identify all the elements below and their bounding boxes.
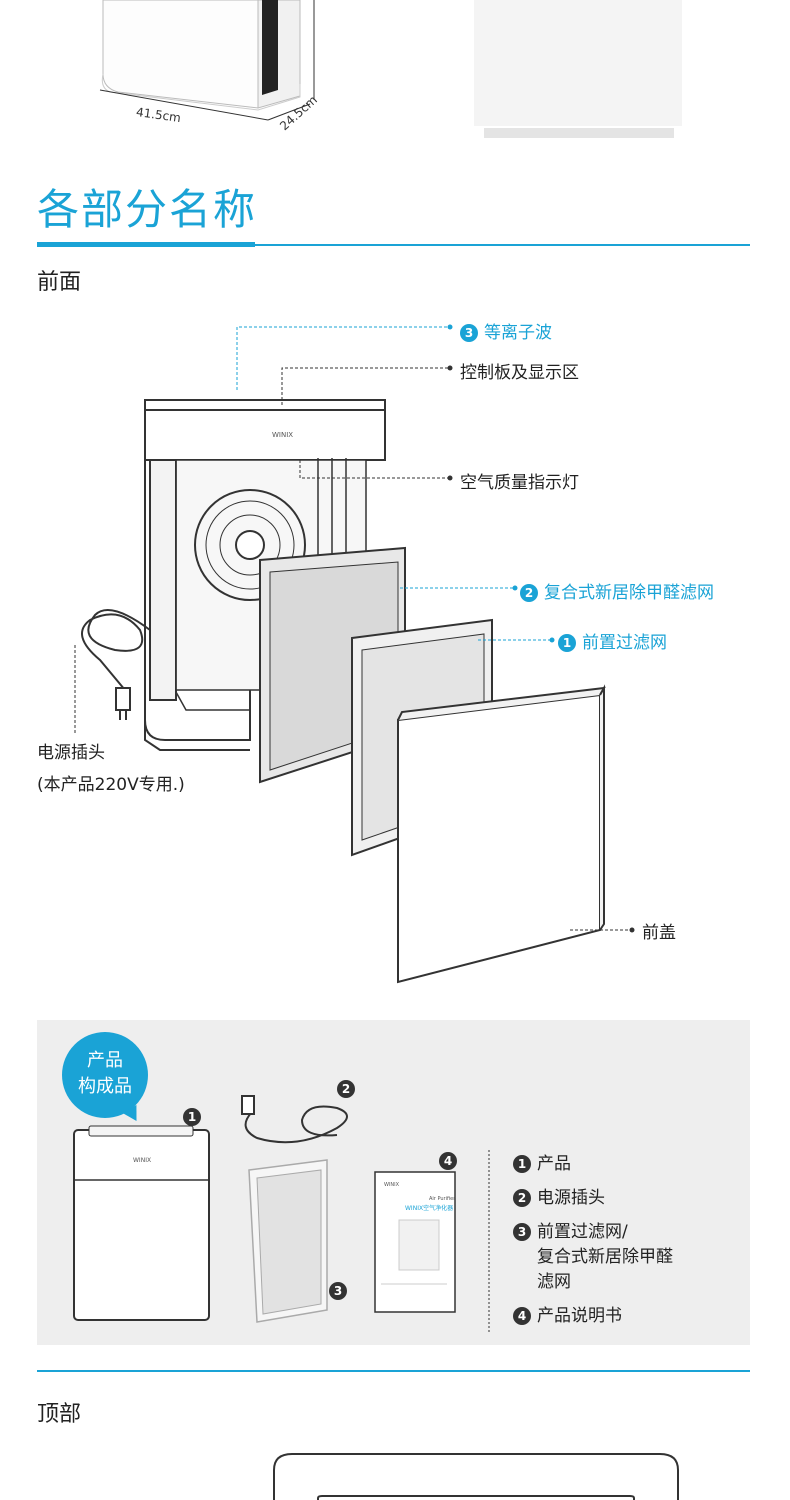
legend-number: 4 [513,1307,531,1325]
manual-illustration [374,1171,456,1313]
components-badge: 产品 构成品 [62,1032,148,1118]
callout-composite-filter: 2 复合式新居除甲醛滤网 [520,578,714,603]
marker-manual: 4 [439,1152,457,1170]
front-subtitle: 前面 [37,270,82,295]
legend-label: 产品 [537,1154,571,1174]
legend-item: 1 产品 [513,1152,743,1177]
marker-cord: 2 [337,1080,355,1098]
components-illustrations: WINIX WINIX Air Purifier WINIX空气净化器 [73,1095,490,1334]
callout-front-cover: 前盖 [642,923,676,943]
legend-number: 3 [513,1223,531,1241]
filter-illustration [248,1159,328,1323]
top-view-illustration [273,1453,679,1500]
dimension-drawing [99,0,682,138]
callout-composite-filter-label: 复合式新居除甲醛滤网 [544,583,714,603]
components-panel: 产品 构成品 WINIX WINIX Air Purifier WINIX空气净 [37,1020,750,1345]
number-marker: 1 [558,634,576,652]
exploded-diagram: WINIX [74,324,635,984]
manual-brand: WINIX [384,1182,400,1188]
top-subtitle: 顶部 [37,1402,82,1427]
top-product-illustrations: 41.5cm 24.5cm [0,0,790,150]
product-illustration [73,1125,210,1321]
legend-number: 1 [513,1155,531,1173]
number-marker: 3 [460,324,478,342]
marker-product: 1 [183,1108,201,1126]
components-legend: 1 产品 2 电源插头 3 前置过滤网/ 复合式新居除甲醛 滤网 4 产品说明书 [513,1152,743,1329]
power-cord [81,609,151,720]
legend-number: 2 [513,1189,531,1207]
callout-pre-filter: 1 前置过滤网 [558,628,667,653]
legend-item: 4 产品说明书 [513,1304,743,1329]
callout-ion: 3 等离子波 [460,318,552,343]
legend-item: 2 电源插头 [513,1186,743,1211]
section-title: 各部分名称 [37,185,258,234]
product-brand-mark: WINIX [133,1157,151,1164]
section-divider [37,244,750,246]
section-divider-bottom [37,1370,750,1372]
legend-label: 前置过滤网/ 复合式新居除甲醛 滤网 [537,1222,673,1292]
legend-item: 3 前置过滤网/ 复合式新居除甲醛 滤网 [513,1220,743,1295]
legend-label: 产品说明书 [537,1306,622,1326]
fan-illustration [194,489,306,601]
manual-subtitle: Air Purifier [429,1196,456,1202]
callout-pre-filter-label: 前置过滤网 [582,633,667,653]
callout-air-quality: 空气质量指示灯 [460,473,579,493]
callout-power-plug-note: (本产品220V专用.) [37,775,185,795]
front-cover [397,684,606,984]
callout-power-plug: 电源插头 [37,743,105,763]
cord-illustration [241,1095,348,1144]
callout-control-panel: 控制板及显示区 [460,363,579,383]
callout-ion-label: 等离子波 [484,323,552,343]
manual-title: WINIX空气净化器 [405,1204,453,1212]
legend-label: 电源插头 [537,1188,605,1208]
body-brand-mark: WINIX [272,431,293,439]
number-marker: 2 [520,584,538,602]
marker-filter: 3 [329,1282,347,1300]
